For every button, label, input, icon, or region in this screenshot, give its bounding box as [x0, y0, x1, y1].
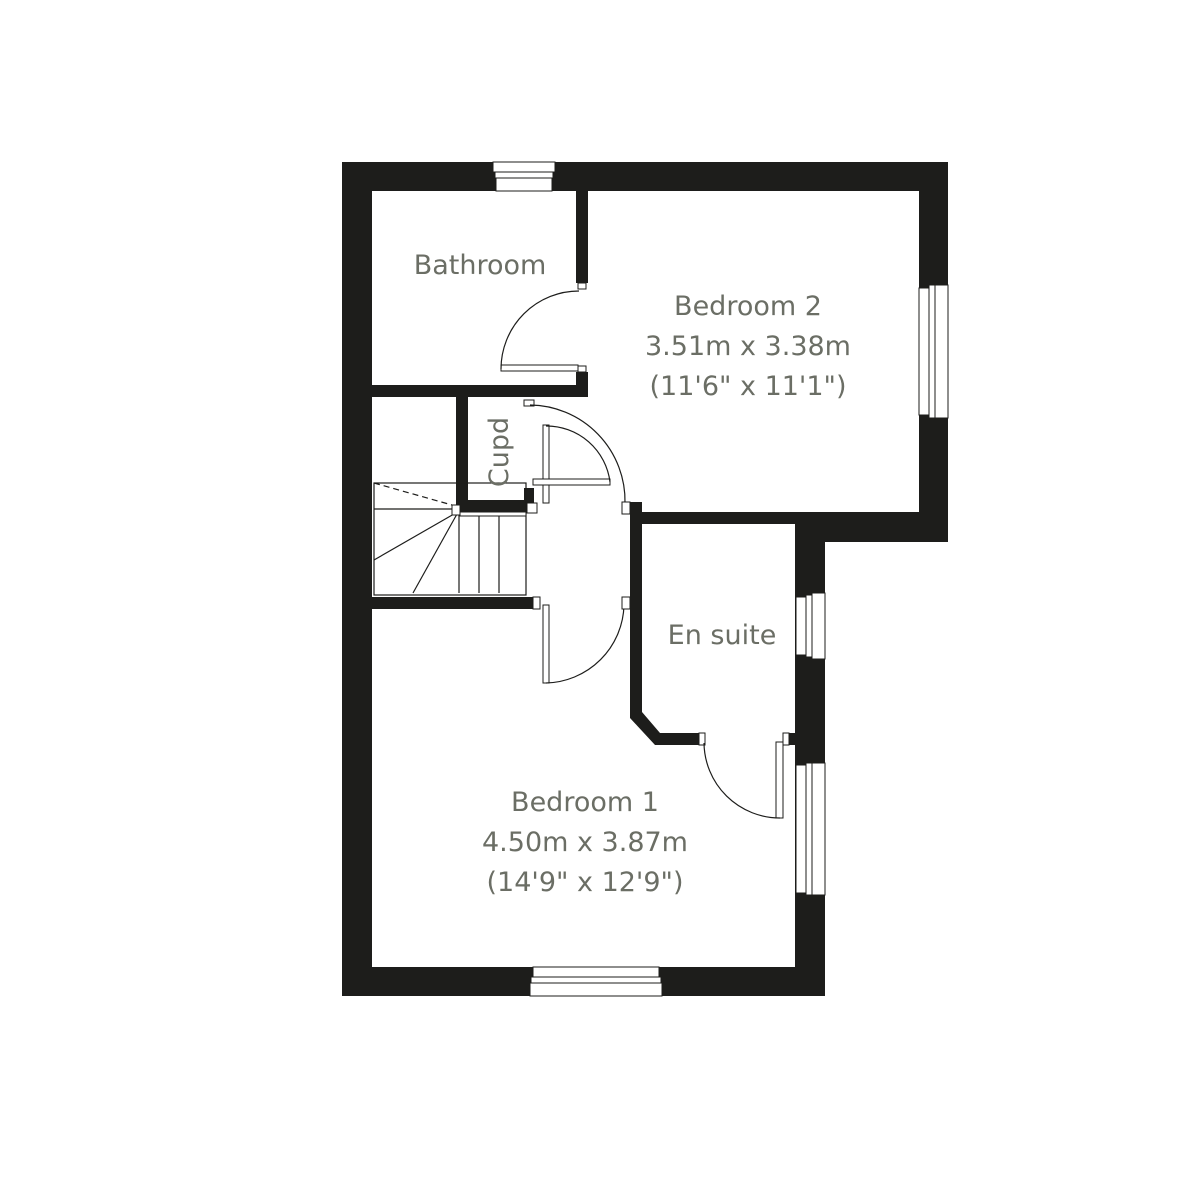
- windows: [492, 161, 949, 997]
- bedroom1-bottom-window: [529, 966, 663, 997]
- bedroom1-label: Bedroom 1: [511, 787, 659, 818]
- interior-walls: [372, 191, 800, 745]
- bathroom-window: [492, 161, 556, 192]
- bedroom1-side-window: [795, 762, 826, 896]
- bedroom2-window: [918, 284, 949, 419]
- bedroom2-dims-imperial: (11'6" x 11'1"): [650, 371, 847, 402]
- bedroom2-door: [523, 399, 631, 515]
- ensuite-window: [795, 592, 826, 660]
- bedroom1-dims-imperial: (14'9" x 12'9"): [487, 867, 684, 898]
- cupboard-door: [526, 424, 611, 514]
- bathroom-door: [500, 282, 587, 373]
- exterior-walls: [342, 162, 948, 996]
- bedroom1-door: [532, 596, 631, 684]
- bedroom2-label: Bedroom 2: [674, 291, 822, 322]
- room-labels: Bathroom Bedroom 2 3.51m x 3.38m (11'6" …: [414, 250, 851, 898]
- cupboard-label: Cupd: [484, 417, 515, 487]
- stairwell: [373, 482, 527, 596]
- ensuite-door: [698, 732, 790, 819]
- bathroom-label: Bathroom: [414, 250, 547, 281]
- bedroom1-dims-metric: 4.50m x 3.87m: [482, 827, 688, 858]
- bedroom2-dims-metric: 3.51m x 3.38m: [645, 331, 851, 362]
- ensuite-label: En suite: [668, 620, 777, 651]
- doors: [500, 282, 790, 819]
